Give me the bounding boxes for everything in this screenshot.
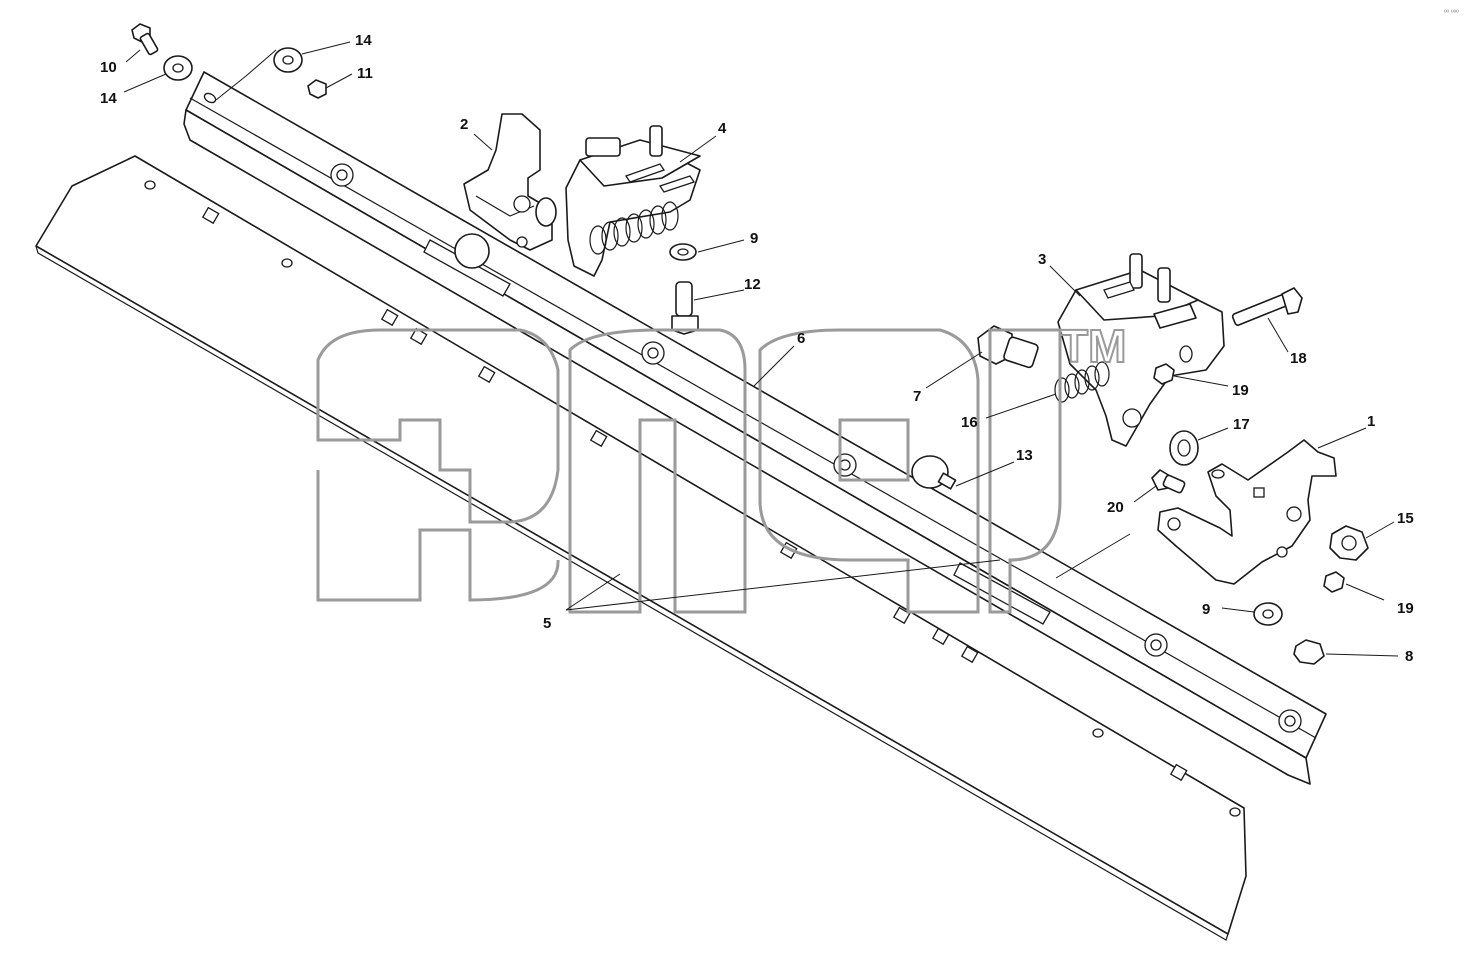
knob-13 (911, 455, 957, 490)
callout-20: 20 (1107, 499, 1124, 516)
callout-1: 1 (1367, 413, 1375, 430)
callout-12: 12 (744, 276, 761, 293)
callout-16: 16 (961, 414, 978, 431)
washer-14-left (163, 55, 193, 81)
callout-19-upper: 19 (1232, 382, 1249, 399)
callout-10: 10 (100, 59, 117, 76)
callout-9-upper: 9 (750, 230, 758, 247)
callout-17: 17 (1233, 416, 1250, 433)
callout-5: 5 (543, 615, 551, 632)
knife-plate-holes (144, 180, 1241, 817)
bracket-2-part (463, 113, 557, 251)
bracket-4-part (565, 125, 701, 277)
washer-9-upper (669, 243, 697, 261)
callout-8: 8 (1405, 648, 1413, 665)
leader-lines (123, 41, 1399, 657)
callout-9-lower: 9 (1202, 601, 1210, 618)
bolt-18 (1231, 287, 1303, 326)
nut-11 (307, 79, 327, 99)
callout-2: 2 (460, 116, 468, 133)
callout-13: 13 (1016, 447, 1033, 464)
washer-14-top (273, 47, 303, 73)
spring-16 (1054, 361, 1110, 403)
angle-profile-part (183, 71, 1327, 785)
callout-14-left: 14 (100, 90, 117, 107)
callout-7: 7 (913, 388, 921, 405)
bolt-20 (1151, 469, 1186, 494)
nut-19-lower (1323, 571, 1345, 593)
nut-15 (1329, 525, 1369, 561)
profile-round-boss (454, 233, 490, 269)
stud-7 (977, 325, 1039, 369)
callout-14-top: 14 (355, 32, 372, 49)
nut-8 (1293, 639, 1325, 665)
watermark: TM (316, 319, 1127, 614)
bracket-1-part (1157, 439, 1337, 585)
callout-18: 18 (1290, 350, 1307, 367)
washer-17 (1169, 430, 1199, 466)
watermark-tm: TM (1060, 320, 1126, 372)
washer-9-lower (1253, 602, 1283, 626)
callout-6: 6 (797, 330, 805, 347)
callout-15: 15 (1397, 510, 1414, 527)
bracket-3-part (1057, 253, 1225, 447)
callout-19-lower: 19 (1397, 600, 1414, 617)
nut-19-upper (1153, 363, 1175, 385)
spring-4 (589, 201, 679, 255)
callout-3: 3 (1038, 251, 1046, 268)
callouts: 10 14 14 11 2 4 9 12 6 3 18 7 16 19 17 1… (100, 32, 1414, 665)
callout-4: 4 (718, 120, 727, 137)
bolt-12 (671, 281, 699, 335)
callout-11: 11 (357, 65, 373, 82)
bolt-10 (131, 23, 159, 56)
corner-mark: ºº ººº (1444, 10, 1459, 17)
